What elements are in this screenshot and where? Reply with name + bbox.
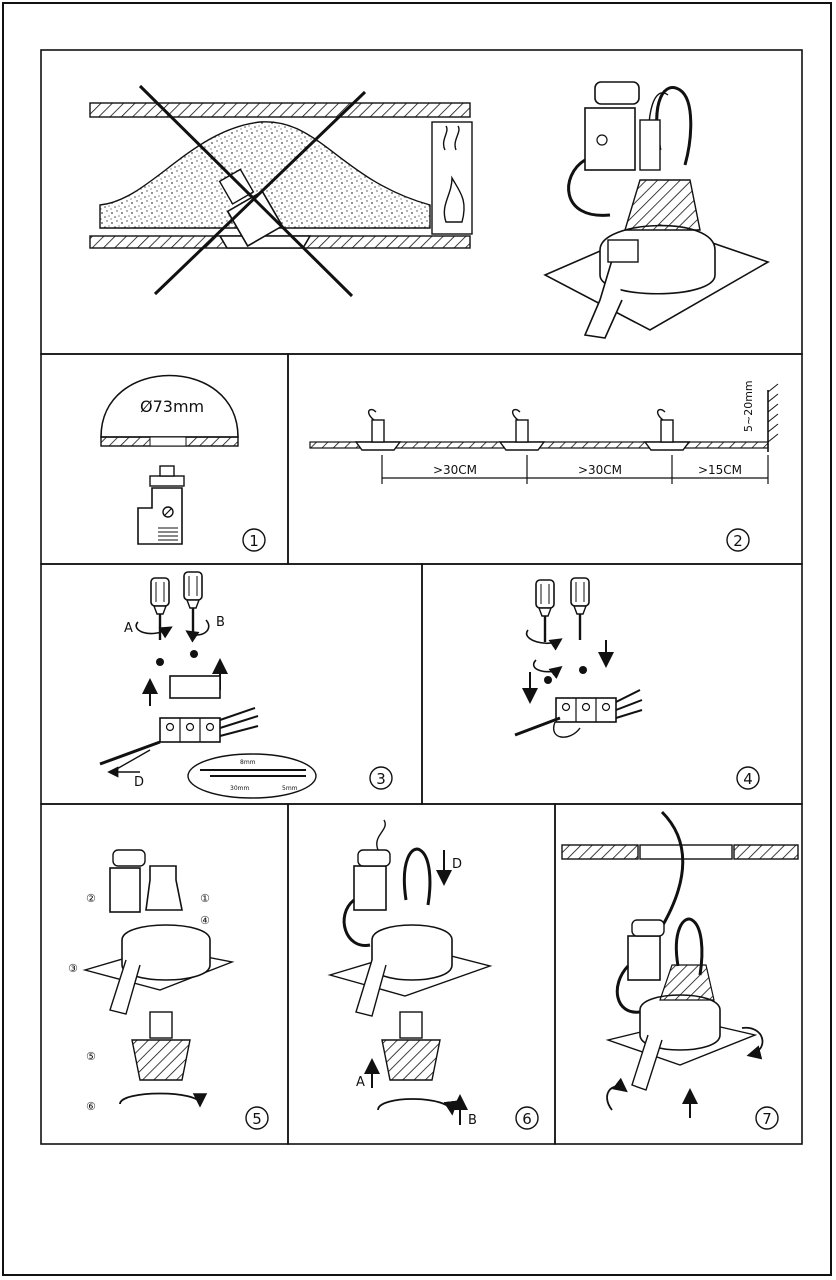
spacing-label-2: >30CM (578, 463, 622, 477)
callout-5: ⑤ (86, 1050, 96, 1063)
arrow-label-d: D (452, 857, 462, 872)
panel-step-7-mounting: 7 (554, 803, 803, 1145)
strip-label-2: 30mm (230, 785, 249, 792)
callout-4: ④ (200, 914, 210, 927)
diameter-label: Ø73mm (140, 397, 204, 416)
mini-fixture (498, 408, 546, 451)
fixture-on-plate-illustration (543, 81, 770, 339)
arrow-label-b: B (468, 1113, 477, 1128)
panel-step-3-wiring: A B D 8mm 30mm 5mm 3 (40, 563, 423, 805)
callout-3: ③ (68, 962, 78, 975)
step-number-5: 5 (252, 1110, 262, 1128)
arrow-label-d: D (134, 775, 144, 790)
spacing-label-1: >30CM (433, 463, 477, 477)
step-number-4: 4 (743, 770, 753, 788)
strip-label-3: 5mm (282, 785, 298, 792)
arrow-label-a: A (356, 1075, 365, 1090)
callout-2: ② (86, 892, 96, 905)
panel-step-4-closing: 4 (421, 563, 803, 805)
strip-label-1: 8mm (240, 759, 256, 766)
panel-insulation-warning (40, 49, 803, 355)
mini-fixture (643, 408, 691, 451)
callout-1: ① (200, 892, 210, 905)
step-number-7: 7 (762, 1110, 772, 1128)
step-number-6: 6 (522, 1110, 532, 1128)
step-number-2: 2 (733, 532, 743, 550)
step-number-3: 3 (376, 770, 386, 788)
panel-step-1-cutout: Ø73mm 1 (40, 353, 289, 565)
panel-step-2-spacing: 5~20mm >30CM >30CM >15CM 2 (287, 353, 803, 565)
arrow-label-b: B (216, 615, 225, 630)
terminal-block-icon (137, 465, 185, 545)
spacing-label-3: >15CM (698, 463, 742, 477)
gap-label: 5~20mm (742, 380, 755, 432)
step-number-1: 1 (249, 532, 259, 550)
arrow-label-a: A (124, 621, 133, 636)
callout-6: ⑥ (86, 1100, 96, 1113)
panel-step-5-components: ② ① ④ ③ ⑤ ⑥ 5 (40, 803, 289, 1145)
mini-fixture (354, 408, 402, 451)
panel-step-6-bulb-insert: D A B 6 (287, 803, 556, 1145)
